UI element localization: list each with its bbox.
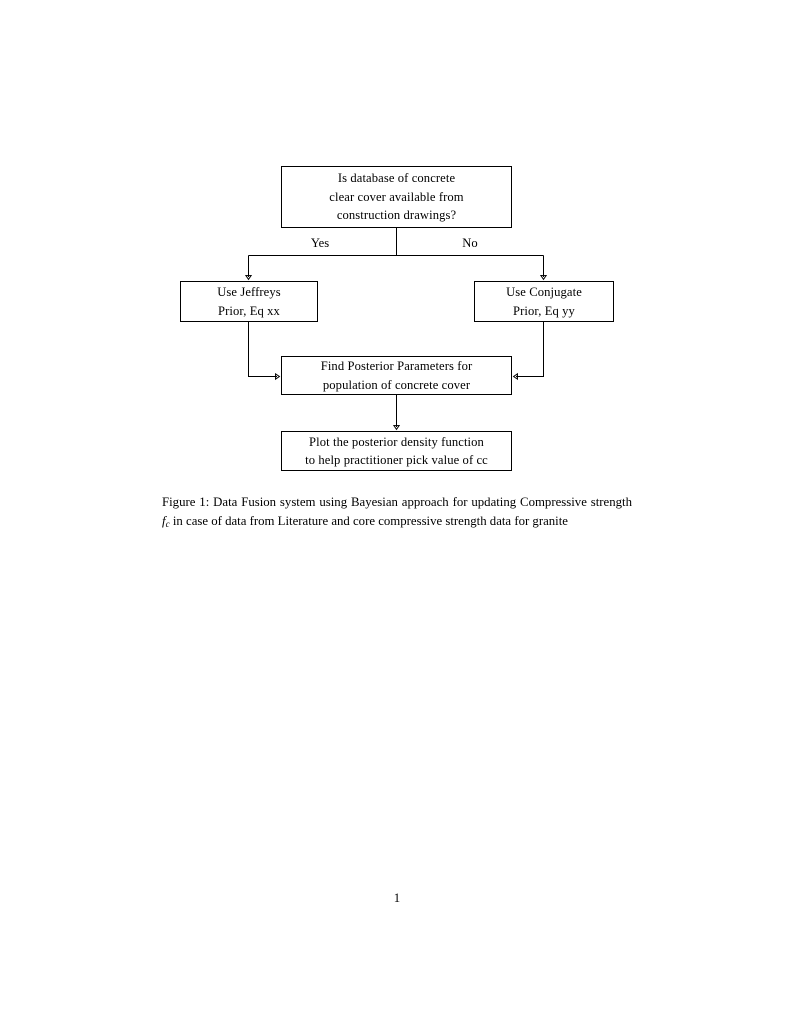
figure-caption-label: Figure 1: xyxy=(162,495,210,509)
jeffreys-prior-node-line-1: Use Jeffreys xyxy=(217,285,281,299)
jeffreys-prior-node: Use Jeffreys Prior, Eq xx xyxy=(180,281,318,322)
math-subscript: c xyxy=(165,519,170,530)
plot-density-node: Plot the posterior density function to h… xyxy=(281,431,512,471)
connector-conjugate-to-posterior xyxy=(516,322,544,377)
edge-label-no: No xyxy=(462,236,478,250)
plot-density-node-line-1: Plot the posterior density function xyxy=(309,434,484,449)
conjugate-prior-node-line-2: Prior, Eq yy xyxy=(513,303,575,318)
conjugate-prior-node: Use Conjugate Prior, Eq yy xyxy=(474,281,614,322)
plot-density-node-line-2: to help practitioner pick value of cc xyxy=(305,453,488,467)
flowchart-connectors xyxy=(0,228,794,490)
posterior-parameters-node-line-2: population of concrete cover xyxy=(322,377,471,392)
figure-caption-text-after-math: in case of data from Literature and core… xyxy=(169,514,568,529)
math-base: f xyxy=(162,514,166,529)
conjugate-prior-node-line-1: Use Conjugate xyxy=(506,285,582,299)
decision-node-line-3: construction drawings? xyxy=(336,208,457,223)
posterior-parameters-node: Find Posterior Parameters for population… xyxy=(281,356,512,395)
figure-caption-math-symbol: fc xyxy=(162,514,170,530)
edge-label-yes: Yes xyxy=(310,236,330,250)
page-number: 1 xyxy=(393,891,401,905)
decision-node-line-1: Is database of concrete xyxy=(337,171,456,186)
figure-caption: Figure 1: Data Fusion system using Bayes… xyxy=(162,493,632,534)
decision-node-line-2: clear cover available from xyxy=(329,189,464,204)
figure-caption-text-before-math: Data Fusion system using Bayesian approa… xyxy=(209,495,632,509)
flowchart-figure: Is database of concrete clear cover avai… xyxy=(0,0,794,490)
jeffreys-prior-node-line-2: Prior, Eq xx xyxy=(218,303,280,318)
decision-node: Is database of concrete clear cover avai… xyxy=(281,166,512,228)
connector-jeffreys-to-posterior xyxy=(248,322,278,377)
posterior-parameters-node-line-1: Find Posterior Parameters for xyxy=(320,359,473,373)
